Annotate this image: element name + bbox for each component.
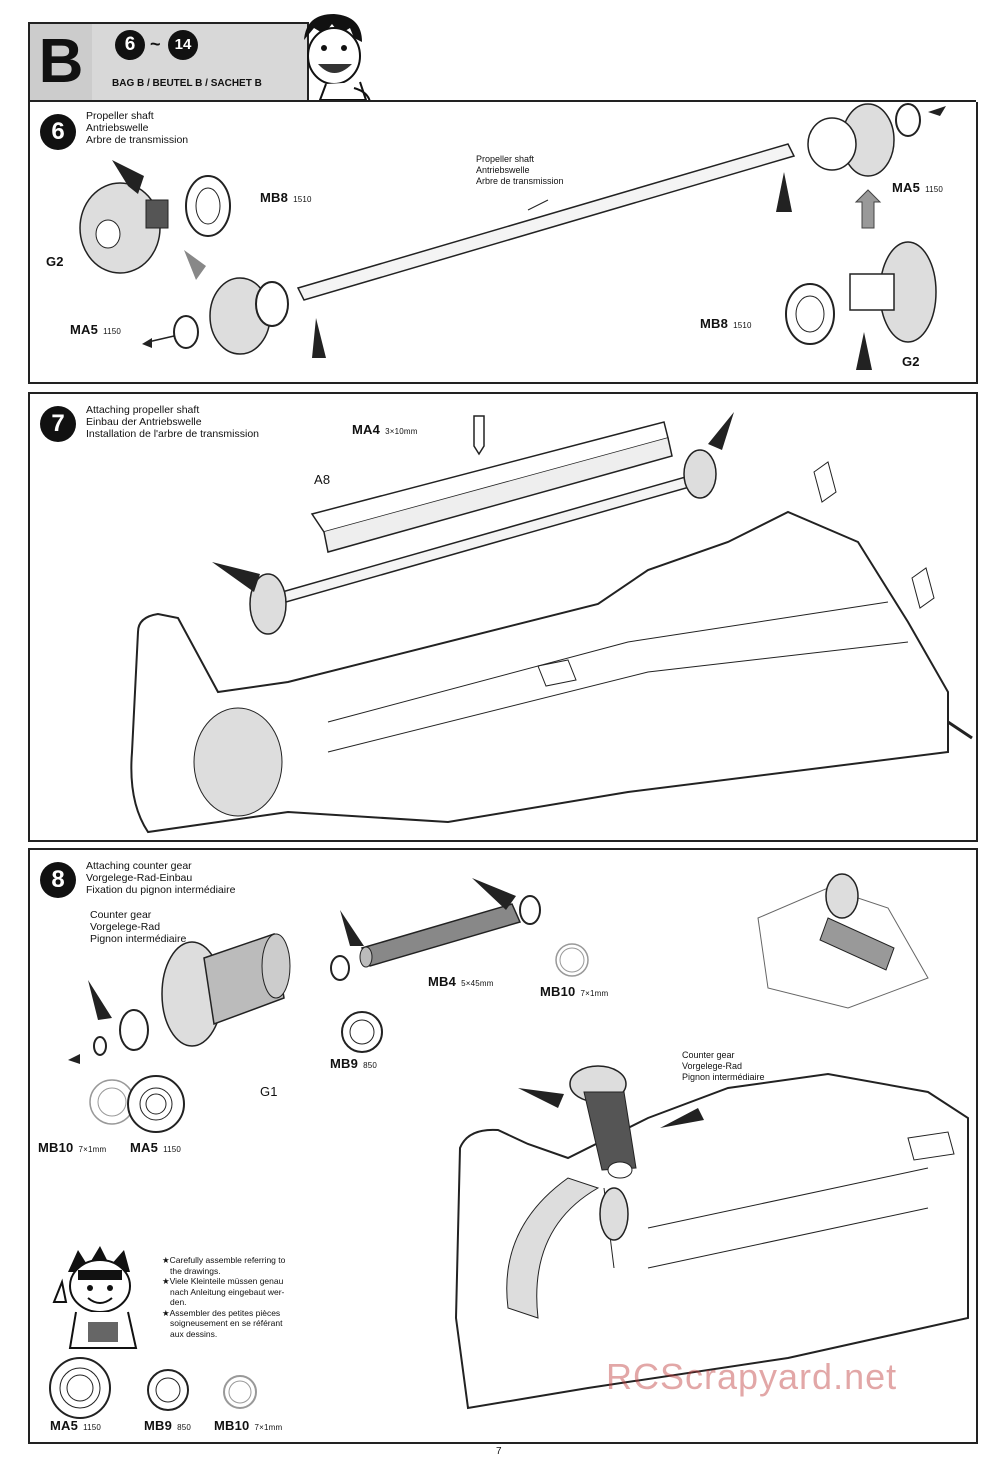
- step6-number: 6: [40, 114, 76, 150]
- mascot-kid-icon: [52, 1246, 138, 1349]
- step8-drawing: [68, 873, 969, 1410]
- step8-number: 8: [40, 862, 76, 898]
- step7-drawing: [130, 412, 973, 834]
- note-line-3: ★Viele Kleinteile müssen genau: [162, 1276, 284, 1286]
- mb10-top-washer-icon: [519, 895, 541, 925]
- counter-gear-de: Vorgelege-Rad: [90, 921, 161, 933]
- ma5-left-bearing-icon: [127, 1075, 185, 1133]
- counter-gear-label-left: Counter gear Vorgelege-Rad Pignon interm…: [90, 909, 186, 945]
- label-a8: A8: [314, 472, 331, 487]
- section-header: B: [28, 22, 94, 102]
- parts-legend-drawing: [49, 1357, 257, 1419]
- mb8-right-bearing-icon: [785, 283, 835, 345]
- counter-gear-right-en: Counter gear: [682, 1050, 735, 1060]
- counter-gear-right-de: Vorgelege-Rad: [682, 1061, 743, 1071]
- step6-title-fr: Arbre de transmission: [86, 134, 189, 146]
- step-range-from: 6: [115, 30, 145, 60]
- page-number: 7: [496, 1446, 502, 1457]
- mb4-shaft-icon: [360, 903, 522, 967]
- step8-title-fr: Fixation du pignon intermédiaire: [86, 884, 236, 896]
- ma5-right-bearing-icon: [895, 103, 921, 137]
- note-line-8: aux dessins.: [170, 1328, 218, 1339]
- g1-counter-gear-icon: [119, 933, 291, 1051]
- legend-ma5-icon: [49, 1357, 111, 1419]
- note-line-2: the drawings.: [170, 1265, 221, 1276]
- bag-label: BAG B / BEUTEL B / SACHET B: [112, 78, 262, 89]
- counter-gear-en: Counter gear: [90, 909, 152, 921]
- label-g2-right: G2: [902, 354, 920, 369]
- step6-shaft-note: Propeller shaft Antriebswelle Arbre de t…: [476, 154, 564, 187]
- step6-shaft-note-de: Antriebswelle: [476, 165, 530, 175]
- mb9-mid-bearing-icon: [330, 955, 350, 981]
- step7-number: 7: [40, 406, 76, 442]
- step8-title: Attaching counter gear Vorgelege-Rad-Ein…: [86, 860, 235, 896]
- ma5-left-bearing-icon: [173, 315, 199, 349]
- label-g1: G1: [260, 1084, 278, 1099]
- step6-title-en: Propeller shaft: [86, 110, 154, 122]
- step6-shaft-note-fr: Arbre de transmission: [476, 176, 564, 186]
- mascot-boy-icon: [304, 14, 371, 103]
- note-line-1: ★Carefully assemble referring to: [162, 1255, 286, 1265]
- step6-title-de: Antriebswelle: [86, 122, 149, 134]
- watermark: RCScrapyard.net: [606, 1356, 898, 1397]
- assembly-note: ★Carefully assemble referring to the dra…: [162, 1255, 322, 1339]
- inset-counter-gear-icon: [819, 917, 895, 971]
- step7-rear-gear-icon: [683, 449, 717, 499]
- step-range-to: 14: [168, 30, 198, 60]
- section-letter: B: [38, 27, 84, 96]
- step6-shaft-note-en: Propeller shaft: [476, 154, 535, 164]
- legend-mb9-icon: [147, 1369, 189, 1411]
- mb9-loose-bearing-icon: [341, 1011, 383, 1053]
- step6-drawing: [79, 103, 946, 370]
- step8-title-de: Vorgelege-Rad-Einbau: [86, 872, 193, 884]
- label-g2-left: G2: [46, 254, 64, 269]
- step7-title-de: Einbau der Antriebswelle: [86, 416, 202, 428]
- step6-title: Propeller shaft Antriebswelle Arbre de t…: [86, 110, 188, 146]
- step-range-separator: ~: [150, 34, 161, 54]
- step8-title-en: Attaching counter gear: [86, 860, 192, 872]
- g2-left-gear-icon: [79, 182, 169, 274]
- counter-gear-fr: Pignon intermédiaire: [90, 933, 187, 945]
- mb8-left-bearing-icon: [185, 175, 231, 237]
- step7-title: Attaching propeller shaft Einbau der Ant…: [86, 404, 259, 440]
- counter-gear-label-right: Counter gear Vorgelege-Rad Pignon interm…: [682, 1050, 765, 1083]
- counter-gear-right-fr: Pignon intermédiaire: [682, 1072, 765, 1082]
- note-line-6: ★Assembler des petites pièces: [162, 1307, 281, 1318]
- note-line-7: soigneusement en se référant: [170, 1318, 283, 1328]
- step7-front-gear-icon: [249, 573, 287, 635]
- step7-title-en: Attaching propeller shaft: [86, 404, 200, 416]
- mb10-loose-washer-icon: [555, 943, 589, 977]
- step7-title-fr: Installation de l'arbre de transmission: [86, 428, 260, 440]
- note-line-5: den.: [170, 1297, 187, 1307]
- note-line-4: nach Anleitung eingebaut wer-: [170, 1286, 285, 1297]
- counter-gear-vertical-icon: [569, 1065, 637, 1179]
